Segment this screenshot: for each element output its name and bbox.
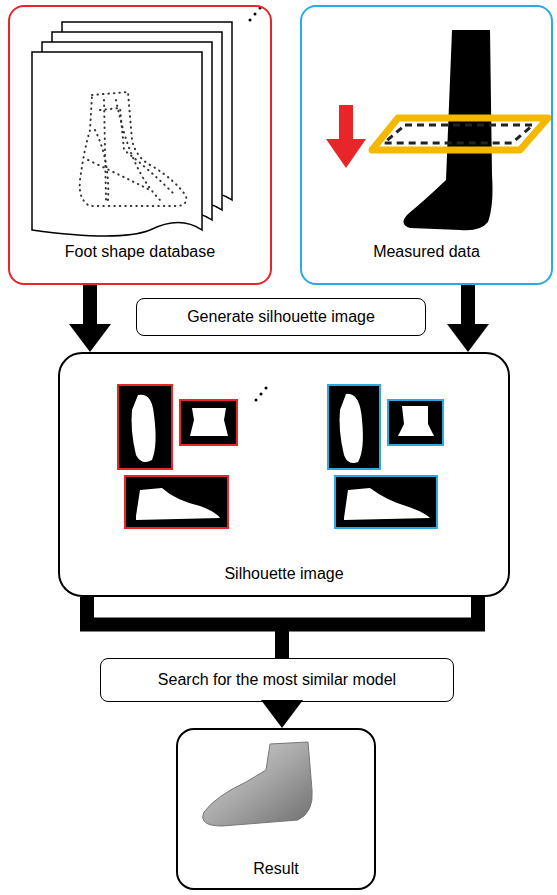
node-label: Measured data [373, 242, 480, 261]
thick-arrow [447, 285, 489, 352]
process-label-box: Generate silhouette image [136, 298, 426, 336]
page-stack [32, 22, 232, 236]
silhouette-box: Silhouette image [58, 352, 510, 597]
result-foot-model [203, 742, 312, 826]
ellipsis-dots [249, 7, 268, 402]
thick-arrow [69, 285, 111, 352]
thick-arrow [87, 597, 478, 658]
measured-leg [326, 30, 548, 230]
point-cloud-foot [80, 92, 187, 206]
measured-data-box: Measured data [300, 5, 553, 285]
node-label: Silhouette image [224, 564, 343, 583]
node-label: Generate silhouette image [187, 307, 375, 326]
process-label-box: Search for the most similar model [100, 658, 454, 702]
node-label: Result [253, 859, 298, 878]
result-box: Result [176, 728, 376, 890]
thick-arrow [261, 700, 303, 728]
database-box: Foot shape database [8, 5, 272, 285]
node-label: Foot shape database [65, 242, 215, 261]
silhouette-thumbnails [118, 385, 443, 528]
node-label: Search for the most similar model [158, 670, 396, 689]
